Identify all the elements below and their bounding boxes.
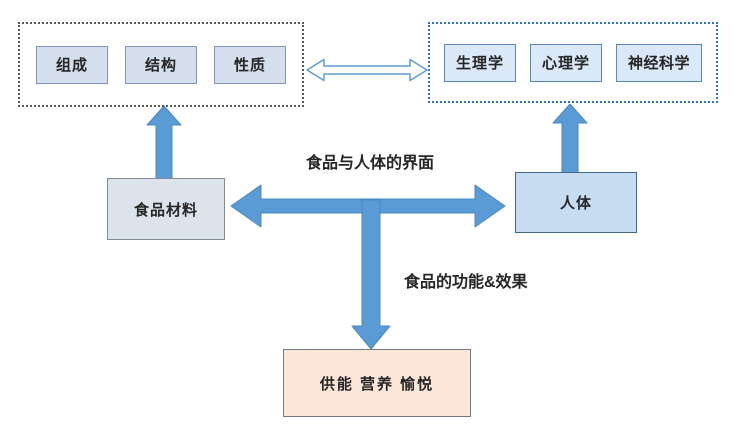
- human-body-box: 人体: [515, 172, 637, 233]
- chip-psychology: 心理学: [530, 43, 602, 82]
- chip-composition: 组成: [36, 45, 108, 84]
- arrow-body-to-sciences: [552, 103, 588, 175]
- arrow-down-function: [351, 199, 391, 350]
- interface-label: 食品与人体的界面: [306, 155, 435, 172]
- chip-structure: 结构: [125, 45, 197, 84]
- outcome-box: 供能 营养 愉悦: [283, 349, 471, 417]
- food-attributes-group: 组成 结构 性质: [18, 22, 304, 107]
- chip-neuroscience: 神经科学: [616, 43, 702, 82]
- arrow-groups-bidirectional: [306, 58, 428, 82]
- chip-properties: 性质: [214, 45, 286, 84]
- arrow-food-to-attributes: [146, 105, 182, 181]
- body-sciences-group: 生理学 心理学 神经科学: [428, 22, 718, 103]
- food-material-box: 食品材料: [107, 178, 225, 240]
- chip-physiology: 生理学: [444, 43, 516, 82]
- function-effect-label: 食品的功能&效果: [404, 274, 528, 291]
